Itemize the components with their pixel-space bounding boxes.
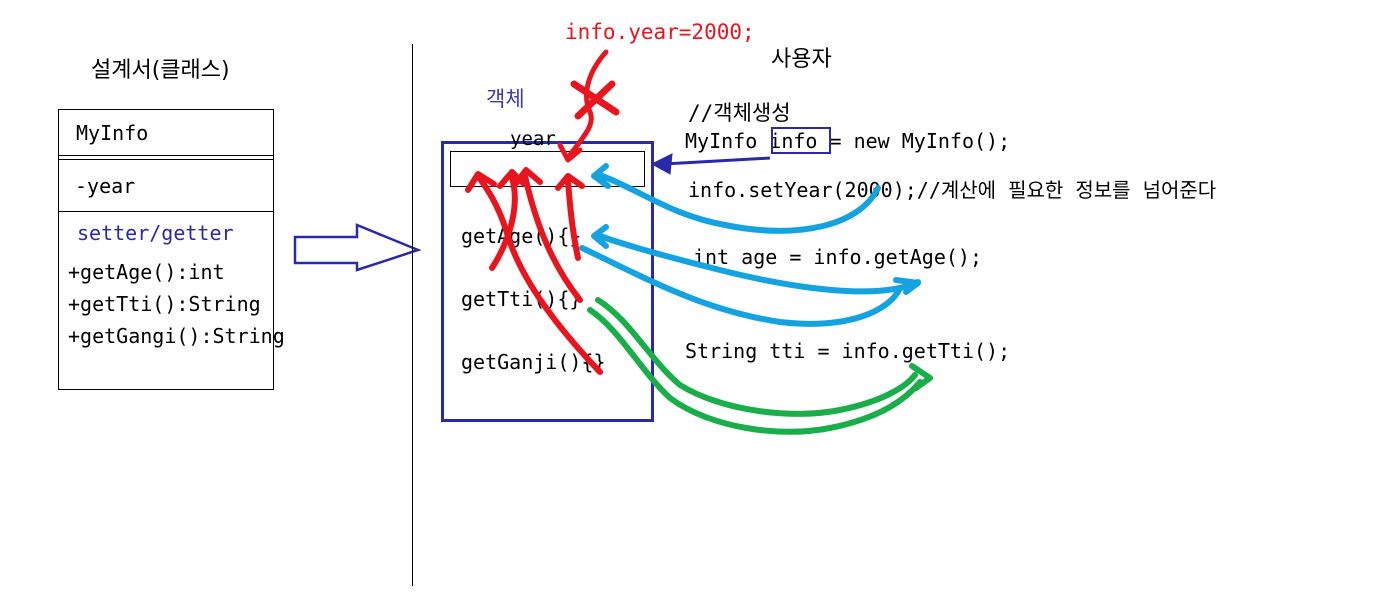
object-label: 객체 <box>486 87 525 111</box>
object-field-name: year <box>510 128 556 150</box>
get-age-arrow <box>579 224 921 327</box>
divider-line <box>412 44 413 586</box>
set-year-call: info.setYear(2000);//계산에 필요한 정보를 넘어준다 <box>688 178 1217 202</box>
get-tti-arrow <box>587 297 933 435</box>
create-prefix: MyInfo <box>685 129 770 153</box>
user-label: 사용자 <box>771 47 832 72</box>
class-method: +getAge():int <box>68 260 225 284</box>
class-section-label: setter/getter <box>77 221 234 245</box>
class-method: +getGangi():String <box>68 324 285 348</box>
get-age-call: int age = info.getAge(); <box>693 245 982 269</box>
object-method: getTti(){} <box>461 287 582 311</box>
getter-red-arrows <box>465 167 603 375</box>
create-var: info <box>769 129 818 153</box>
info-reference-box <box>771 127 831 154</box>
create-line: MyInfo info = new MyInfo(); <box>685 129 1010 153</box>
get-tti-call: String tti = info.getTti(); <box>685 339 1011 363</box>
class-name: MyInfo <box>76 121 149 145</box>
year-field <box>450 151 645 187</box>
class-box <box>58 109 274 390</box>
direct-access-code: info.year=2000; <box>565 20 755 44</box>
create-suffix: = new MyInfo(); <box>817 129 1011 153</box>
reference-arrow <box>650 153 771 175</box>
set-year-arrow <box>591 163 881 234</box>
class-field: -year <box>75 174 136 198</box>
direct-access-arrow <box>557 49 620 163</box>
code-comment: //객체생성 <box>688 101 791 125</box>
object-method: getAge(){} <box>461 224 582 248</box>
class-heading: 설계서(클래스) <box>91 58 230 83</box>
class-method: +getTti():String <box>68 292 261 316</box>
